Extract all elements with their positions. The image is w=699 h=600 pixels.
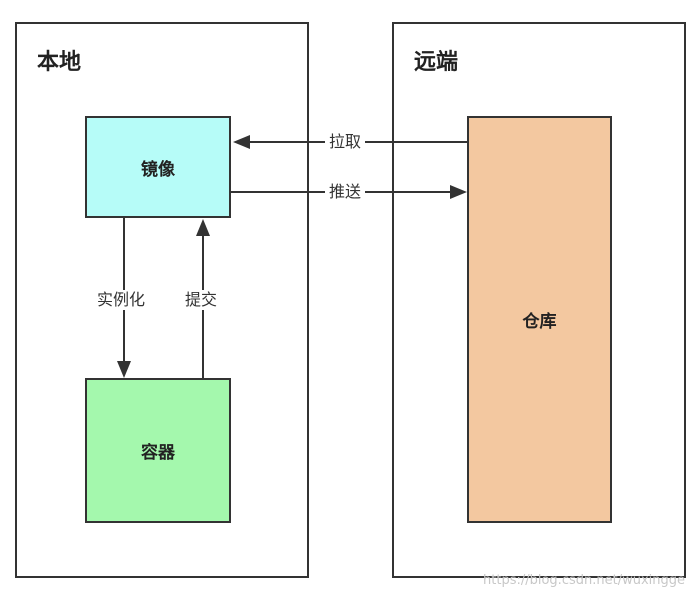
image-node: 镜像 (85, 116, 231, 218)
push-label: 推送 (325, 182, 366, 202)
container-node: 容器 (85, 378, 231, 523)
repository-node-label: 仓库 (522, 312, 557, 332)
image-node-label: 镜像 (141, 159, 175, 180)
container-node-label: 容器 (141, 443, 175, 463)
repository-node: 仓库 (467, 116, 612, 523)
commit-label: 提交 (181, 290, 222, 310)
local-panel-title: 本地 (37, 50, 82, 75)
pull-label: 拉取 (325, 132, 366, 152)
instantiate-label: 实例化 (93, 290, 150, 310)
watermark: https://blog.csdn.net/wuxingge (483, 573, 685, 588)
remote-panel-title: 远端 (414, 50, 459, 75)
